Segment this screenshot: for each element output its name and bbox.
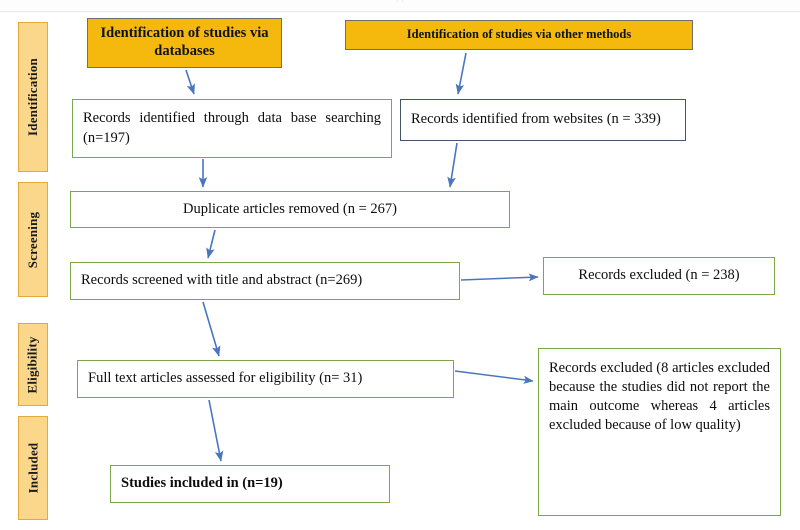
node-duplicates-removed: Duplicate articles removed (n = 267) [70,191,510,228]
stage-label-included: Included [18,416,48,520]
node-studies-included: Studies included in (n=19) [110,465,390,503]
arrow-fulltext-to-excluded [454,370,534,384]
page-header-strip: · · [0,0,800,12]
node-records-databases-label: Records identified through data base sea… [83,110,381,146]
page-header-text: · · [395,0,405,6]
node-fulltext-assessed-label: Full text articles assessed for eligibil… [88,370,363,387]
stage-label-eligibility: Eligibility [18,323,48,406]
arrow-websites-to-duplicates [447,142,458,188]
node-fulltext-assessed: Full text articles assessed for eligibil… [77,360,454,398]
arrow-duplicates-to-screened [206,229,216,259]
node-records-screened: Records screened with title and abstract… [70,262,460,300]
node-records-excluded-eligibility: Records excluded (8 articles excluded be… [538,348,781,516]
node-records-databases: Records identified through data base sea… [72,99,392,158]
node-records-excluded-screening-label: Records excluded (n = 238) [578,267,740,284]
banner-via-other-methods-label: Identification of studies via other meth… [406,27,632,42]
arrow-screened-to-excluded [460,273,539,282]
arrow-othermethods-to-websites [455,52,467,95]
stage-label-included-text: Included [25,442,41,494]
node-records-excluded-eligibility-label: Records excluded (8 articles excluded be… [549,360,770,434]
node-records-excluded-screening: Records excluded (n = 238) [543,257,775,295]
node-records-screened-label: Records screened with title and abstract… [81,272,363,289]
stage-label-identification: Identification [18,22,48,172]
node-studies-included-label: Studies included in (n=19) [121,475,283,492]
arrow-fulltext-to-included [208,399,224,462]
arrow-databases-to-records [185,69,195,95]
node-records-websites: Records identified from websites (n = 33… [400,99,686,141]
node-records-websites-label: Records identified from websites (n = 33… [411,111,661,128]
banner-via-databases-label: Identification of studies via databases [100,25,269,59]
node-duplicates-removed-label: Duplicate articles removed (n = 267) [183,200,397,217]
stage-label-eligibility-text: Eligibility [25,335,41,394]
banner-via-other-methods: Identification of studies via other meth… [345,20,693,50]
stage-label-screening: Screening [18,182,48,297]
stage-label-screening-text: Screening [25,211,41,268]
banner-via-databases: Identification of studies via databases [87,18,282,68]
stage-label-identification-text: Identification [25,58,41,136]
arrow-screened-to-fulltext [202,301,221,357]
